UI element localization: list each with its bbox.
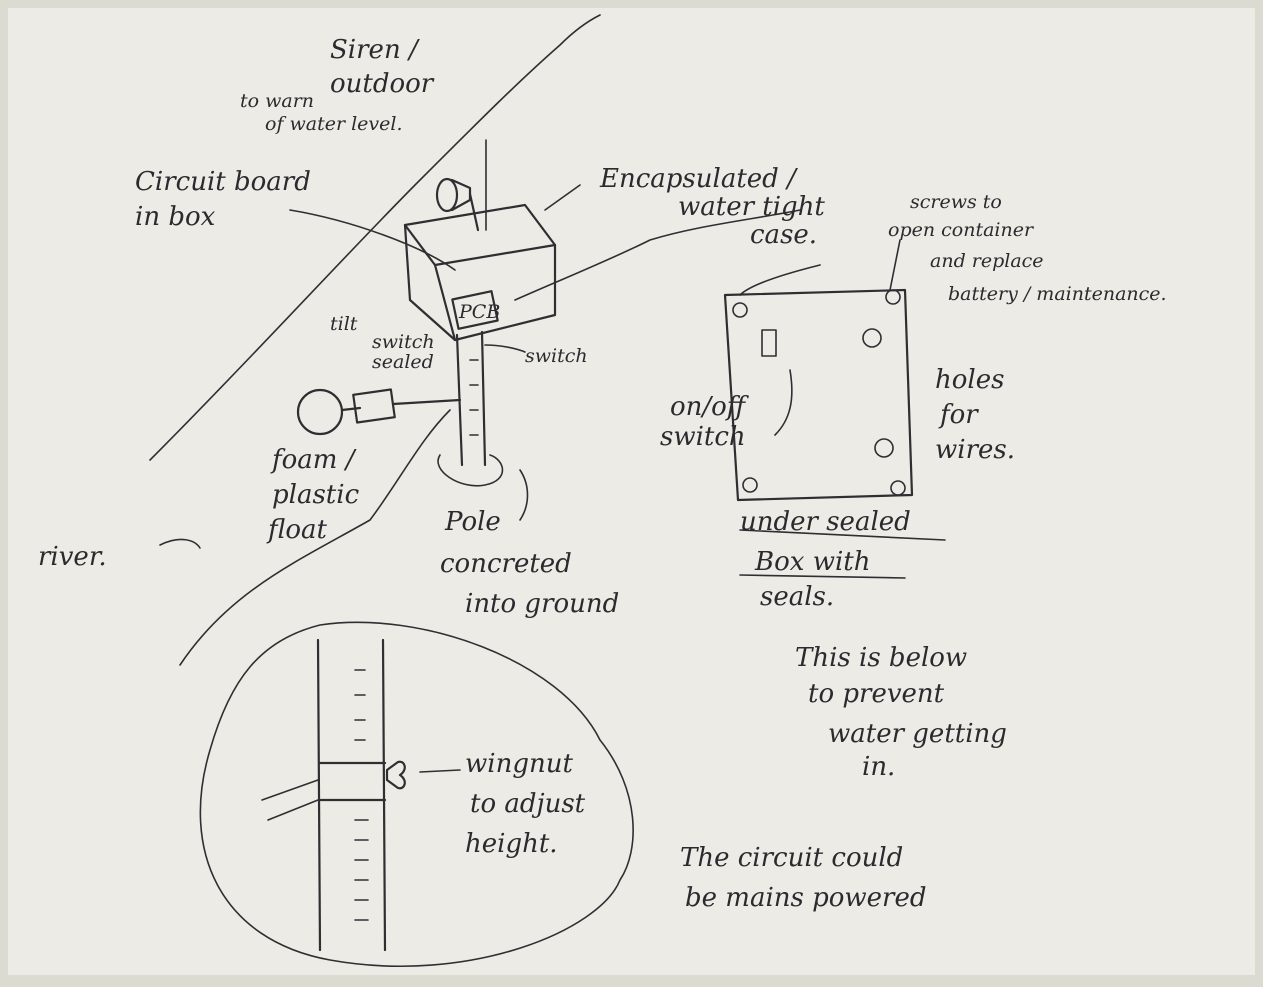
label-switch: switch — [525, 345, 588, 367]
label-under-2: Box with — [754, 547, 870, 577]
float-assembly — [296, 388, 462, 436]
label-encap-2: water tight — [678, 192, 825, 222]
label-circuit-2: in box — [135, 202, 216, 232]
river-bank-lower — [179, 409, 451, 666]
label-float-3: float — [266, 515, 327, 545]
label-wingnut-3: height. — [465, 829, 558, 859]
label-holes-3: wires. — [935, 435, 1015, 465]
label-wingnut-1: wingnut — [465, 749, 573, 779]
label-tilt-2: switch — [372, 331, 435, 353]
label-below-4: in. — [862, 752, 895, 782]
label-below-2: to prevent — [808, 679, 945, 709]
label-encap-3: case. — [750, 220, 817, 250]
label-pole-1: Pole — [444, 507, 501, 537]
label-siren-1: Siren / — [330, 35, 420, 65]
label-wingnut-2: to adjust — [470, 789, 586, 819]
annotation-arrows — [159, 184, 901, 773]
label-river: river. — [38, 542, 107, 572]
label-pole-2: concreted — [440, 549, 572, 579]
pole-detail-bubble — [199, 621, 634, 967]
label-float-2: plastic — [272, 480, 360, 510]
label-pole-3: into ground — [465, 589, 619, 619]
label-encap-1: Encapsulated / — [599, 164, 798, 194]
label-under-1: under sealed — [740, 507, 911, 537]
label-tilt-3: sealed — [372, 351, 434, 373]
label-screws-4: battery / maintenance. — [948, 283, 1167, 305]
sealed-box-underside — [723, 288, 946, 579]
label-under-3: seals. — [760, 582, 834, 612]
label-warn-2: of water level. — [265, 113, 403, 135]
label-screws-1: screws to — [910, 191, 1002, 213]
label-below-1: This is below — [795, 643, 967, 673]
river-bank-upper — [149, 14, 601, 461]
label-holes-2: for — [938, 400, 979, 430]
label-mains-2: be mains powered — [685, 883, 927, 913]
paper — [8, 8, 1255, 975]
label-below-3: water getting — [828, 719, 1007, 749]
label-float-1: foam / — [270, 445, 357, 475]
label-screws-3: and replace — [930, 250, 1044, 272]
siren-icon — [435, 139, 487, 232]
label-onoff-2: switch — [660, 422, 746, 452]
label-warn-1: to warn — [240, 90, 314, 112]
pcb-label: PCB — [458, 301, 500, 323]
bank-right — [514, 209, 801, 301]
label-circuit-1: Circuit board — [135, 167, 311, 197]
label-holes-1: holes — [935, 365, 1004, 395]
label-tilt-1: tilt — [330, 313, 358, 335]
label-siren-2: outdoor — [330, 69, 435, 99]
label-onoff-1: on/off — [670, 392, 750, 422]
watertight-box: PCB — [403, 203, 557, 342]
label-mains-1: The circuit could — [680, 843, 903, 873]
label-screws-2: open container — [888, 219, 1035, 241]
